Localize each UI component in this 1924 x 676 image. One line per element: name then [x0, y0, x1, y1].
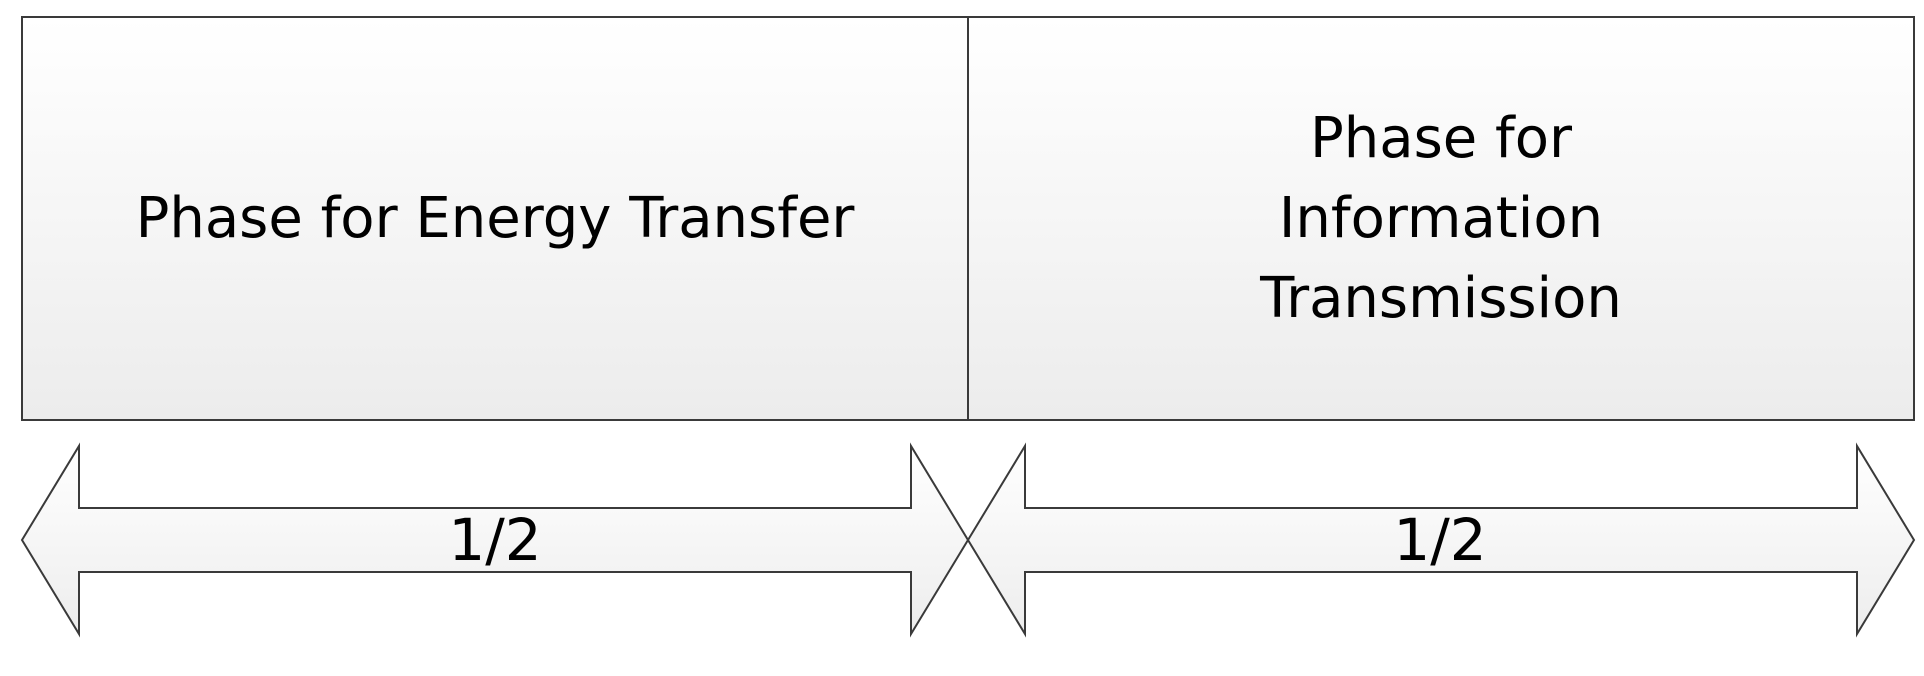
information-transmission-duration-arrow: [966, 442, 1916, 638]
energy-transfer-phase-box: [21, 16, 969, 421]
information-transmission-phase-label: Phase for Information Transmission: [1260, 105, 1622, 331]
information-transmission-duration-label: 1/2: [1393, 506, 1487, 574]
energy-transfer-duration-label: 1/2: [448, 506, 542, 574]
energy-transfer-phase-label: Phase for Energy Transfer: [135, 185, 855, 251]
information-transmission-phase-box: [967, 16, 1915, 421]
